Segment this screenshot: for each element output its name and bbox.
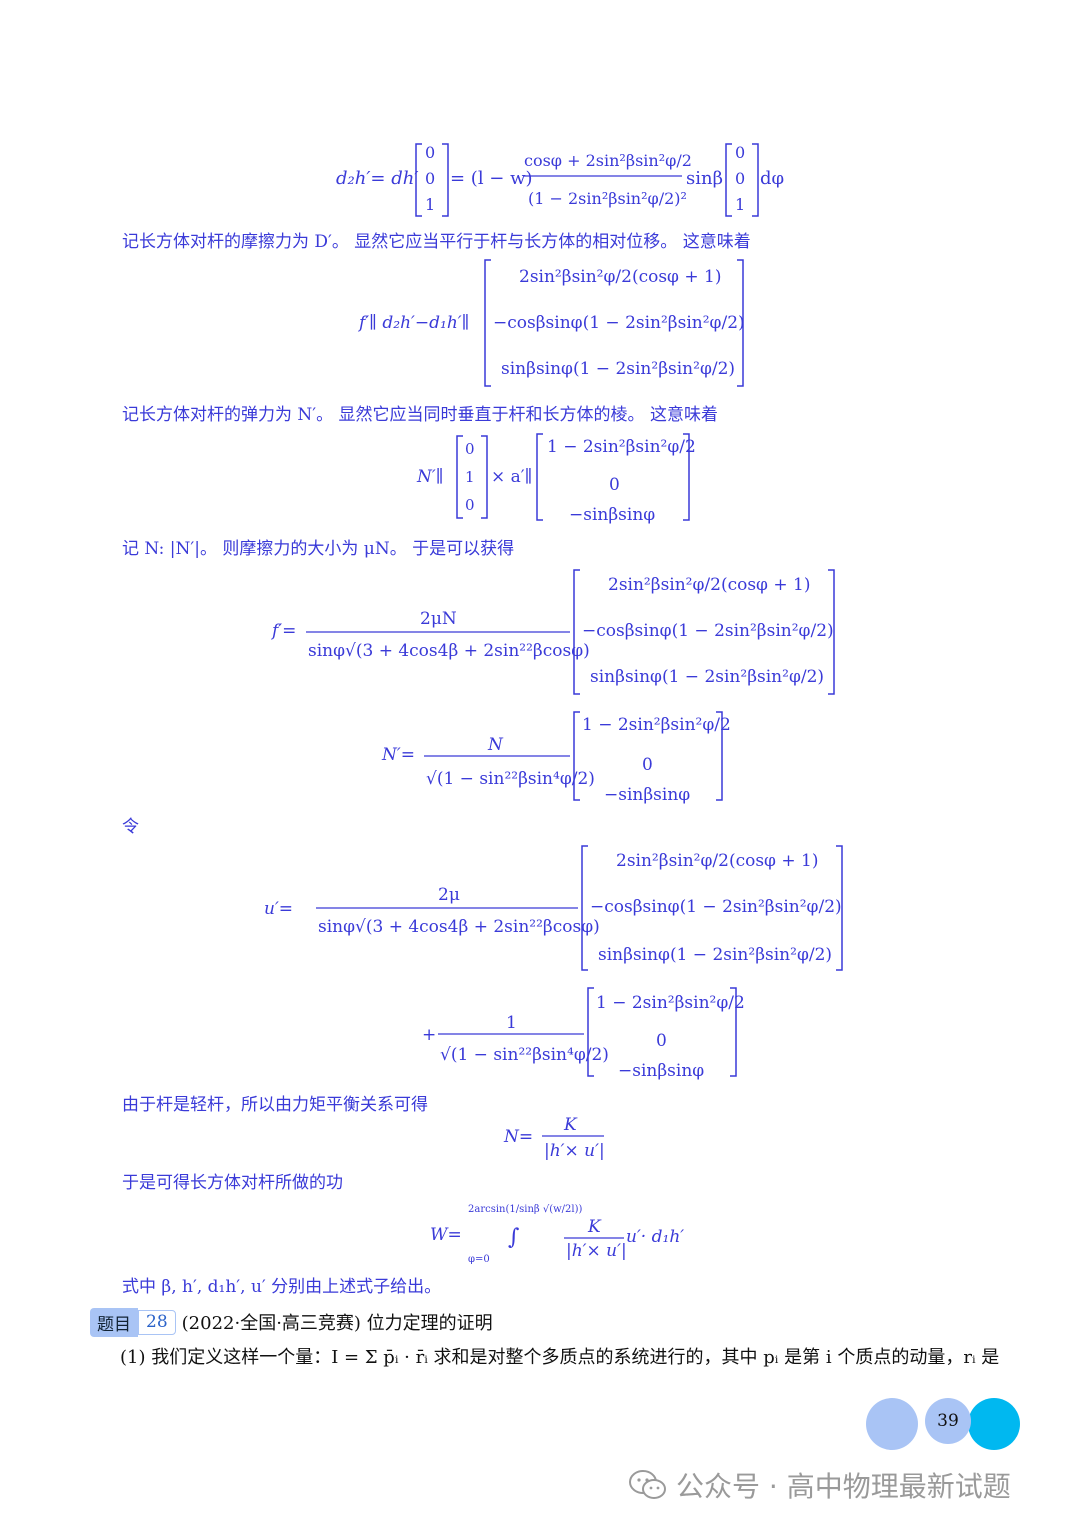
svg-text:0: 0 xyxy=(425,169,435,188)
svg-text:|h′× u′|: |h′× u′| xyxy=(544,1141,605,1161)
watermark: 公众号 · 高中物理最新试题 xyxy=(628,1465,1011,1505)
equation-n-parallel: N′∥ 0 1 0 × a′∥ 1 − 2sin²βsin²φ/2 0 −sinβs… xyxy=(416,433,696,525)
text-line-where: 式中 β, h′, d₁h′, u′ 分别由上述式子给出。 xyxy=(122,1277,442,1297)
svg-text:−sinβsinφ: −sinβsinφ xyxy=(569,505,655,525)
svg-text:N=: N= xyxy=(503,1127,533,1147)
svg-text:0: 0 xyxy=(642,755,653,775)
svg-text:0: 0 xyxy=(735,143,745,162)
equation-u-prime: u′= 2μ sinφ√(3 + 4cos4β + 2sin²²βcosφ) 2… xyxy=(264,845,843,1081)
equation-n-prime: N′= N √(1 − sin²²βsin⁴φ/2) 1 − 2sin²βsin… xyxy=(381,711,730,805)
svg-text:cosφ + 2sin²βsin²φ/2: cosφ + 2sin²βsin²φ/2 xyxy=(524,151,692,170)
svg-text:K: K xyxy=(563,1115,578,1135)
svg-text:u′· d₁h′: u′· d₁h′ xyxy=(626,1227,684,1247)
svg-text:2μ: 2μ xyxy=(438,885,460,905)
svg-text:d₂h′= dh′: d₂h′= dh′ xyxy=(336,168,418,189)
svg-text:sinβsinφ(1 − 2sin²βsin²φ/2): sinβsinφ(1 − 2sin²βsin²φ/2) xyxy=(501,359,735,379)
text-line-let: 令 xyxy=(122,817,139,837)
text-line-magnitude: 记 N: |N′|。 则摩擦力的大小为 μN。 于是可以获得 xyxy=(122,539,515,559)
problem-tag: 题目 28 (2022·全国·高三竞赛) 位力定理的证明 xyxy=(90,1307,493,1337)
problem-label: 题目 xyxy=(90,1307,138,1337)
svg-text:0: 0 xyxy=(425,143,435,162)
svg-text:1 − 2sin²βsin²φ/2: 1 − 2sin²βsin²φ/2 xyxy=(596,993,745,1013)
svg-text:0: 0 xyxy=(465,440,475,458)
svg-text:1: 1 xyxy=(425,195,435,214)
svg-text:2sin²βsin²φ/2(cosφ + 1): 2sin²βsin²φ/2(cosφ + 1) xyxy=(616,851,818,871)
svg-text:2arcsin(1/sinβ √(w/2l)): 2arcsin(1/sinβ √(w/2l)) xyxy=(468,1204,583,1215)
text-line-normal: 记长方体对杆的弹力为 N′。 显然它应当同时垂直于杆和长方体的棱。 这意味着 xyxy=(122,405,718,425)
page-circle-left xyxy=(866,1398,918,1450)
text-line-work: 于是可得长方体对杆所做的功 xyxy=(122,1173,343,1193)
problem-title: (2022·全国·高三竞赛) 位力定理的证明 xyxy=(181,1313,493,1334)
svg-text:f′=: f′= xyxy=(270,621,296,641)
problem-paragraph: (1) 我们定义这样一个量：I = Σ p̄ᵢ · r̄ᵢ 求和是对整个多质点的… xyxy=(120,1347,1000,1368)
svg-text:sinβsinφ(1 − 2sin²βsin²φ/2): sinβsinφ(1 − 2sin²βsin²φ/2) xyxy=(598,945,832,965)
equation-n-torque: N= K |h′× u′| xyxy=(503,1115,605,1161)
svg-text:= (l − w): = (l − w) xyxy=(450,168,533,189)
svg-text:−cosβsinφ(1 − 2sin²βsin²φ/2): −cosβsinφ(1 − 2sin²βsin²φ/2) xyxy=(493,313,745,333)
watermark-text: 公众号 · 高中物理最新试题 xyxy=(676,1470,1011,1503)
text-line-friction: 记长方体对杆的摩擦力为 D′。 显然它应当平行于杆与长方体的相对位移。 这意味着 xyxy=(122,232,751,252)
svg-text:0: 0 xyxy=(465,496,475,514)
svg-text:1: 1 xyxy=(735,195,745,214)
svg-text:N: N xyxy=(487,735,504,755)
svg-text:∫: ∫ xyxy=(508,1225,520,1250)
svg-text:1: 1 xyxy=(506,1013,517,1033)
page-circle-right xyxy=(968,1398,1020,1450)
svg-text:sinφ√(3 + 4cos4β + 2sin²²βcosφ: sinφ√(3 + 4cos4β + 2sin²²βcosφ) xyxy=(318,917,600,937)
svg-text:N′=: N′= xyxy=(381,745,415,765)
svg-text:N′∥: N′∥ xyxy=(416,467,444,487)
svg-text:1: 1 xyxy=(465,468,475,486)
svg-text:2sin²βsin²φ/2(cosφ + 1): 2sin²βsin²φ/2(cosφ + 1) xyxy=(608,575,810,595)
svg-text:|h′× u′|: |h′× u′| xyxy=(566,1241,627,1261)
svg-text:0: 0 xyxy=(735,169,745,188)
svg-text:1 − 2sin²βsin²φ/2: 1 − 2sin²βsin²φ/2 xyxy=(547,437,696,457)
equation-work: W= 2arcsin(1/sinβ √(w/2l)) ∫ φ=0 K |h′× … xyxy=(430,1204,684,1265)
equation-d2h: d₂h′= dh′ 0 0 1 = (l − w) cosφ + 2sin²βsin… xyxy=(336,143,784,217)
svg-text:1 − 2sin²βsin²φ/2: 1 − 2sin²βsin²φ/2 xyxy=(582,715,730,735)
equation-f-parallel: f′∥ d₂h′−d₁h′∥ 2sin²βsin²φ/2(cosφ + 1) −… xyxy=(357,259,745,387)
svg-text:W=: W= xyxy=(430,1225,462,1245)
svg-text:× a′∥: × a′∥ xyxy=(491,467,533,487)
svg-text:(1 − 2sin²βsin²φ/2)²: (1 − 2sin²βsin²φ/2)² xyxy=(528,189,687,208)
svg-text:−cosβsinφ(1 − 2sin²βsin²φ/2): −cosβsinφ(1 − 2sin²βsin²φ/2) xyxy=(582,621,834,641)
svg-text:dφ: dφ xyxy=(760,168,784,189)
svg-text:sinβsinφ(1 − 2sin²βsin²φ/2): sinβsinφ(1 − 2sin²βsin²φ/2) xyxy=(590,667,824,687)
svg-text:0: 0 xyxy=(656,1031,667,1051)
svg-text:2sin²βsin²φ/2(cosφ + 1): 2sin²βsin²φ/2(cosφ + 1) xyxy=(519,267,721,287)
svg-text:−sinβsinφ: −sinβsinφ xyxy=(604,785,690,805)
svg-text:−cosβsinφ(1 − 2sin²βsin²φ/2): −cosβsinφ(1 − 2sin²βsin²φ/2) xyxy=(590,897,842,917)
svg-text:−sinβsinφ: −sinβsinφ xyxy=(618,1061,704,1081)
page-number: 39 xyxy=(925,1398,971,1444)
svg-text:0: 0 xyxy=(609,475,620,495)
wechat-icon xyxy=(629,1470,666,1499)
problem-number: 28 xyxy=(138,1309,176,1335)
svg-text:+: + xyxy=(422,1025,436,1045)
svg-text:K: K xyxy=(587,1217,602,1237)
svg-text:φ=0: φ=0 xyxy=(468,1254,490,1265)
text-line-torque: 由于杆是轻杆，所以由力矩平衡关系可得 xyxy=(122,1095,428,1115)
svg-text:sinφ√(3 + 4cos4β + 2sin²²βcosφ: sinφ√(3 + 4cos4β + 2sin²²βcosφ) xyxy=(308,641,590,661)
svg-text:sinβ: sinβ xyxy=(686,168,723,189)
svg-text:√(1 − sin²²βsin⁴φ/2): √(1 − sin²²βsin⁴φ/2) xyxy=(440,1045,609,1065)
svg-text:√(1 − sin²²βsin⁴φ/2): √(1 − sin²²βsin⁴φ/2) xyxy=(426,769,595,789)
equation-f-prime: f′= 2μN sinφ√(3 + 4cos4β + 2sin²²βcosφ) … xyxy=(270,569,835,695)
svg-text:u′=: u′= xyxy=(264,899,293,919)
svg-text:f′∥ d₂h′−d₁h′∥: f′∥ d₂h′−d₁h′∥ xyxy=(357,313,470,333)
svg-text:2μN: 2μN xyxy=(420,609,457,629)
